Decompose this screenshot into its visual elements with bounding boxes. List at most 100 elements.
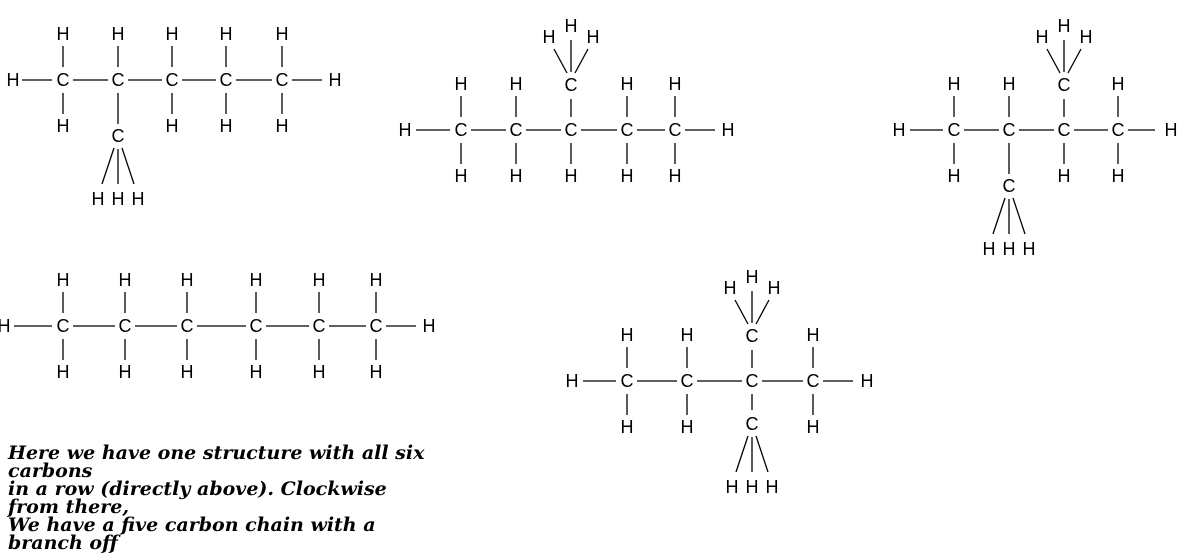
- hydrogen-atom: H: [92, 189, 105, 209]
- hydrogen-atom: H: [276, 116, 289, 136]
- carbon-atom: C: [669, 120, 682, 140]
- bond-line: [122, 148, 134, 184]
- carbon-atom: C: [746, 326, 759, 346]
- hydrogen-atom: H: [565, 16, 578, 36]
- bond-line: [554, 49, 567, 73]
- carbon-atom: C: [621, 120, 634, 140]
- bond-line: [993, 198, 1005, 234]
- hydrogen-atom: H: [119, 270, 132, 290]
- caption-line: Here we have one structure with all six …: [8, 444, 438, 480]
- hydrogen-atom: H: [1003, 239, 1016, 259]
- hydrogen-atom: H: [313, 362, 326, 382]
- hydrogen-atom: H: [768, 278, 781, 298]
- hydrogen-atom: H: [681, 417, 694, 437]
- hydrogen-atom: H: [250, 362, 263, 382]
- hydrogen-atom: H: [948, 74, 961, 94]
- hydrogen-atom: H: [1112, 74, 1125, 94]
- hydrogen-atom: H: [621, 74, 634, 94]
- hydrogen-atom: H: [455, 74, 468, 94]
- carbon-atom: C: [565, 75, 578, 95]
- hydrogen-atom: H: [543, 27, 556, 47]
- hydrogen-atom: H: [621, 417, 634, 437]
- hydrogen-atom: H: [1058, 166, 1071, 186]
- hydrogen-atom: H: [57, 270, 70, 290]
- hydrogen-atom: H: [181, 362, 194, 382]
- carbon-atom: C: [807, 371, 820, 391]
- carbon-atom: C: [57, 316, 70, 336]
- carbon-atom: C: [313, 316, 326, 336]
- hydrogen-atom: H: [766, 477, 779, 497]
- carbon-atom: C: [250, 316, 263, 336]
- caption-line: We have a five carbon chain with a branc…: [8, 516, 438, 552]
- bond-line: [1013, 198, 1025, 234]
- hydrogen-atom: H: [112, 189, 125, 209]
- carbon-atom: C: [1003, 176, 1016, 196]
- hydrogen-atom: H: [510, 166, 523, 186]
- hydrogen-atom: H: [681, 325, 694, 345]
- hydrogen-atom: H: [669, 166, 682, 186]
- hydrogen-atom: H: [1112, 166, 1125, 186]
- carbon-atom: C: [746, 371, 759, 391]
- carbon-atom: C: [1058, 75, 1071, 95]
- carbon-atom: C: [276, 70, 289, 90]
- carbon-atom: C: [621, 371, 634, 391]
- hydrogen-atom: H: [132, 189, 145, 209]
- hydrogen-atom: H: [1080, 27, 1093, 47]
- carbon-atom: C: [181, 316, 194, 336]
- hydrogen-atom: H: [861, 371, 874, 391]
- carbon-atom: C: [57, 70, 70, 90]
- carbon-atom: C: [1112, 120, 1125, 140]
- hydrogen-atom: H: [948, 166, 961, 186]
- hydrogen-atom: H: [166, 24, 179, 44]
- hydrogen-atom: H: [181, 270, 194, 290]
- hydrogen-atom: H: [807, 417, 820, 437]
- hydrogen-atom: H: [250, 270, 263, 290]
- hydrogen-atom: H: [423, 316, 436, 336]
- carbon-atom: C: [112, 126, 125, 146]
- hydrogen-atom: H: [329, 70, 342, 90]
- carbon-atom: C: [455, 120, 468, 140]
- hydrogen-atom: H: [220, 24, 233, 44]
- carbon-atom: C: [1058, 120, 1071, 140]
- hydrogen-atom: H: [893, 120, 906, 140]
- hydrogen-atom: H: [510, 74, 523, 94]
- bond-line: [735, 300, 748, 324]
- bond-line: [1068, 49, 1081, 73]
- carbon-atom: C: [166, 70, 179, 90]
- carbon-atom: C: [370, 316, 383, 336]
- hydrogen-atom: H: [1036, 27, 1049, 47]
- hydrogen-atom: H: [565, 166, 578, 186]
- bond-line: [575, 49, 588, 73]
- hydrogen-atom: H: [621, 325, 634, 345]
- hydrogen-atom: H: [399, 120, 412, 140]
- hydrogen-atom: H: [57, 24, 70, 44]
- hydrogen-atom: H: [0, 316, 11, 336]
- hydrogen-atom: H: [983, 239, 996, 259]
- carbon-atom: C: [119, 316, 132, 336]
- caption-line: in a row (directly above). Clockwise fro…: [8, 480, 438, 516]
- carbon-atom: C: [948, 120, 961, 140]
- bond-line: [1047, 49, 1060, 73]
- bond-line: [756, 300, 769, 324]
- hydrogen-atom: H: [370, 270, 383, 290]
- hydrogen-atom: H: [621, 166, 634, 186]
- hydrogen-atom: H: [1165, 120, 1177, 140]
- carbon-atom: C: [565, 120, 578, 140]
- hydrogen-atom: H: [7, 70, 20, 90]
- carbon-atom: C: [220, 70, 233, 90]
- hydrogen-atom: H: [669, 74, 682, 94]
- hydrogen-atom: H: [566, 371, 579, 391]
- hydrogen-atom: H: [119, 362, 132, 382]
- carbon-atom: C: [1003, 120, 1016, 140]
- carbon-atom: C: [681, 371, 694, 391]
- hydrogen-atom: H: [1023, 239, 1036, 259]
- hydrogen-atom: H: [112, 24, 125, 44]
- carbon-atom: C: [112, 70, 125, 90]
- hydrogen-atom: H: [313, 270, 326, 290]
